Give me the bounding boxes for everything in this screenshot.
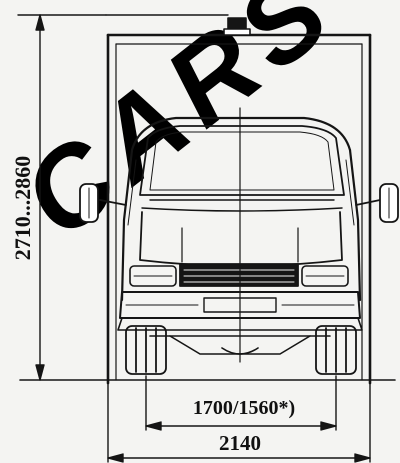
side-mirror-right (355, 183, 399, 223)
cargo-box-outline (106, 33, 372, 385)
width-dimension-label: 2140 (219, 431, 261, 455)
height-dimension (17, 14, 229, 381)
headlight-right (301, 265, 349, 287)
headlight-left (129, 265, 177, 287)
height-dimension-label: 2710...2860 (10, 156, 35, 261)
front-bumper (117, 291, 363, 331)
side-mirror-left (79, 183, 127, 223)
cab-body (120, 116, 362, 302)
watermark-text: CARS (0, 0, 358, 262)
watermark: CARS (0, 0, 358, 262)
roof-beacon (223, 17, 251, 36)
wheel-right (315, 325, 357, 375)
width-dimension (107, 382, 371, 463)
track-dimension (145, 375, 337, 431)
track-dimension-label: 1700/1560*) (193, 397, 295, 419)
wheel-left (125, 325, 167, 375)
hood-and-grille (139, 211, 343, 287)
